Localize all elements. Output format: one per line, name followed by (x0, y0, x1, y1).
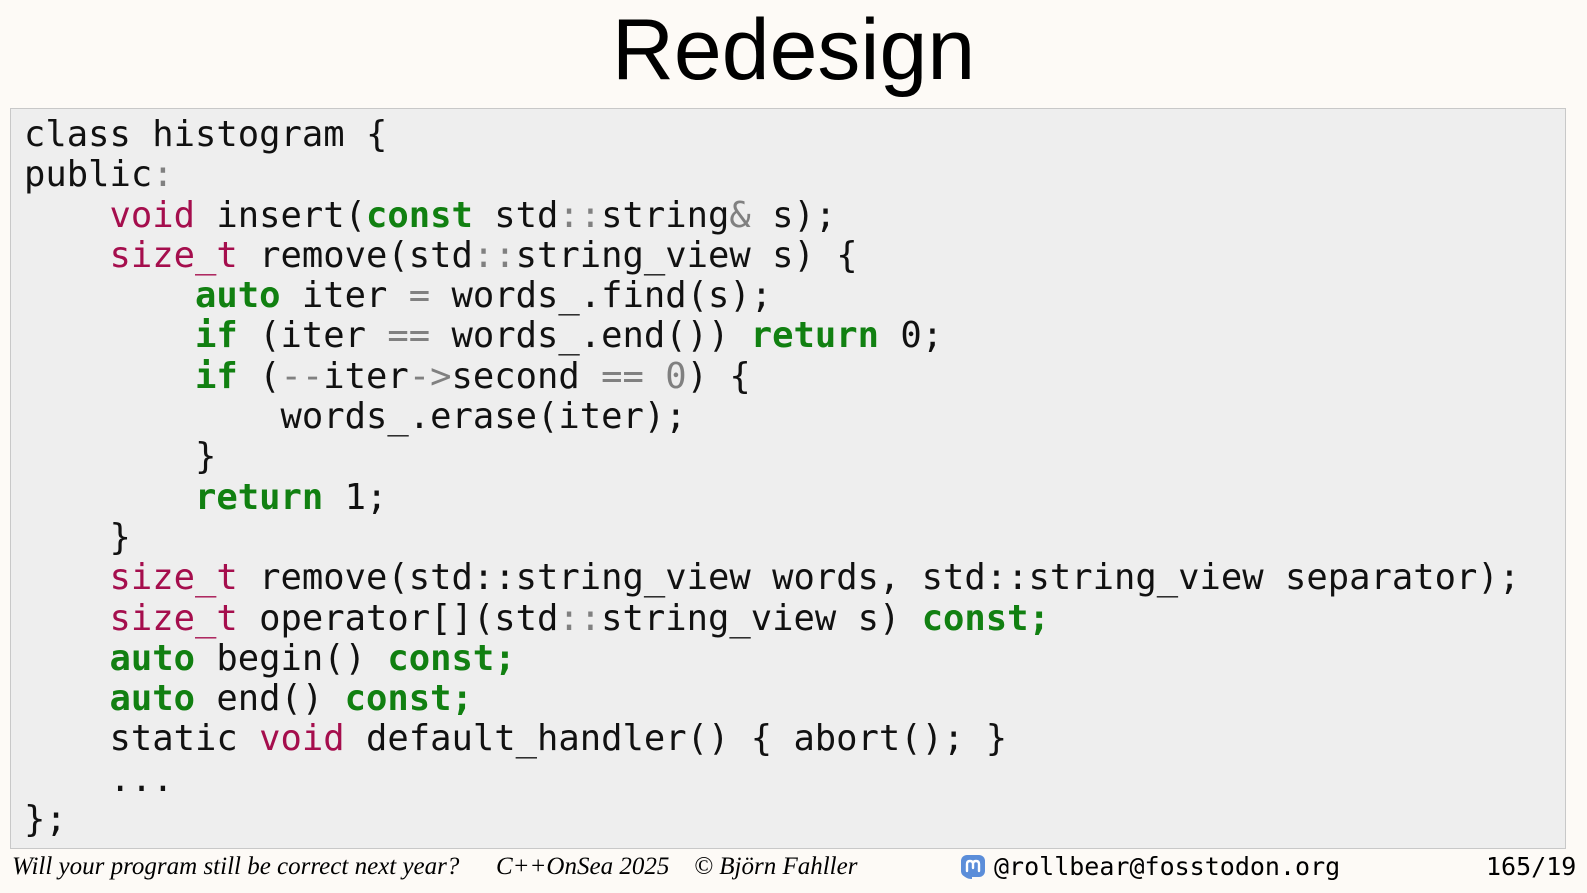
code-token: words_.end()) (430, 315, 751, 357)
code-token (24, 275, 195, 316)
code-token: (iter (237, 315, 388, 357)
code-token: auto (194, 275, 281, 317)
code-line: auto begin() const; (24, 637, 1520, 679)
slide-title: Redesign (611, 2, 976, 98)
code-block: class histogram {public: void insert(con… (10, 108, 1566, 849)
code-token: s); (750, 194, 837, 236)
slide-footer: Will your program still be correct next … (0, 850, 1587, 886)
code-token (644, 356, 665, 397)
code-token: const; (921, 597, 1050, 639)
code-line: size_t remove(std::string_view words, st… (24, 557, 1521, 599)
code-token: -> (408, 355, 452, 397)
code-token: operator[](std (237, 597, 559, 639)
code-token: void (109, 194, 196, 236)
code-token: const (365, 194, 473, 236)
code-token: :: (558, 597, 602, 639)
code-line: static void default_handler() { abort();… (24, 719, 1520, 759)
code-token: void (259, 718, 345, 760)
code-token (24, 195, 110, 236)
code-token: == (387, 315, 431, 357)
code-line: if (--iter->second == 0) { (24, 355, 1520, 397)
code-token: ( (237, 355, 281, 397)
footer-talk-title: Will your program still be correct next … (12, 853, 460, 880)
code-token: const; (344, 678, 473, 720)
code-token: auto (109, 678, 196, 720)
code-token: }; (24, 799, 67, 841)
code-token: -- (280, 355, 324, 397)
code-token: begin() (195, 637, 388, 679)
code-token (24, 557, 110, 598)
code-token (24, 598, 110, 639)
code-line: words_.erase(iter); (24, 396, 1520, 438)
code-token (24, 638, 110, 679)
code-token: ) { (686, 355, 751, 397)
code-token: == (601, 355, 644, 397)
code-token: remove(std::string_view words, std::stri… (237, 557, 1521, 599)
code-token: } (24, 516, 131, 558)
code-line: auto end() const; (24, 679, 1520, 719)
code-token: size_t (109, 557, 238, 599)
code-token: return (194, 476, 324, 518)
footer-conference: C++OnSea 2025 (496, 853, 670, 880)
code-token: const; (387, 637, 516, 679)
code-line: void insert(const std::string& s); (24, 194, 1520, 236)
code-token: words_.erase(iter); (24, 396, 687, 438)
code-line: ... (24, 758, 1520, 800)
code-listing: class histogram {public: void insert(con… (24, 114, 1521, 841)
code-token (24, 315, 195, 356)
mastodon-icon (961, 855, 985, 879)
code-token: second (451, 355, 602, 397)
code-token: return (750, 315, 879, 357)
code-token (24, 235, 110, 276)
code-token: public (24, 154, 153, 196)
code-token: insert( (195, 194, 366, 236)
code-token: 0; (878, 315, 944, 357)
code-line: } (24, 437, 1520, 477)
code-token: :: (558, 194, 602, 236)
code-line: if (iter == words_.end()) return 0; (24, 316, 1520, 356)
code-line: class histogram { (24, 114, 1520, 155)
code-line: size_t operator[](std::string_view s) co… (24, 597, 1520, 639)
code-token: auto (109, 637, 196, 679)
code-line: size_t remove(std::string_view s) { (24, 234, 1520, 276)
code-line: auto iter = words_.find(s); (24, 276, 1520, 316)
footer-page-number: 165/19 (1486, 852, 1577, 881)
code-token: ... (24, 758, 174, 800)
footer-mastodon-handle: @rollbear@fosstodon.org (994, 852, 1341, 881)
code-token: if (194, 355, 238, 397)
code-token (24, 356, 195, 397)
code-line: return 1; (24, 476, 1520, 518)
code-token: remove(std (237, 234, 473, 276)
code-token: end() (195, 678, 345, 720)
code-token: string_view s) { (515, 234, 858, 276)
code-token: static (24, 718, 260, 760)
code-line: }; (24, 799, 1520, 841)
code-token: default_handler() { abort(); } (344, 718, 1008, 760)
code-token: & (729, 194, 751, 236)
code-token: size_t (109, 234, 238, 276)
code-token: iter (323, 355, 409, 397)
code-token: string (601, 194, 730, 236)
code-token: 1; (323, 476, 388, 518)
footer-author: © Björn Fahller (694, 853, 858, 880)
code-token: :: (472, 234, 516, 276)
code-token (24, 678, 110, 719)
code-token: if (194, 315, 238, 357)
code-token: class histogram { (24, 114, 388, 155)
code-token: } (24, 436, 217, 478)
code-token: words_.find(s); (430, 275, 773, 317)
code-token: string_view s) (601, 597, 922, 639)
code-token: size_t (109, 597, 238, 639)
code-token: std (472, 194, 559, 236)
code-line: } (24, 516, 1520, 558)
code-token: : (152, 154, 174, 196)
code-token (24, 477, 195, 518)
code-token: iter (280, 275, 409, 317)
code-token: = (408, 275, 431, 317)
code-token: 0 (665, 355, 687, 397)
code-line: public: (24, 155, 1520, 195)
